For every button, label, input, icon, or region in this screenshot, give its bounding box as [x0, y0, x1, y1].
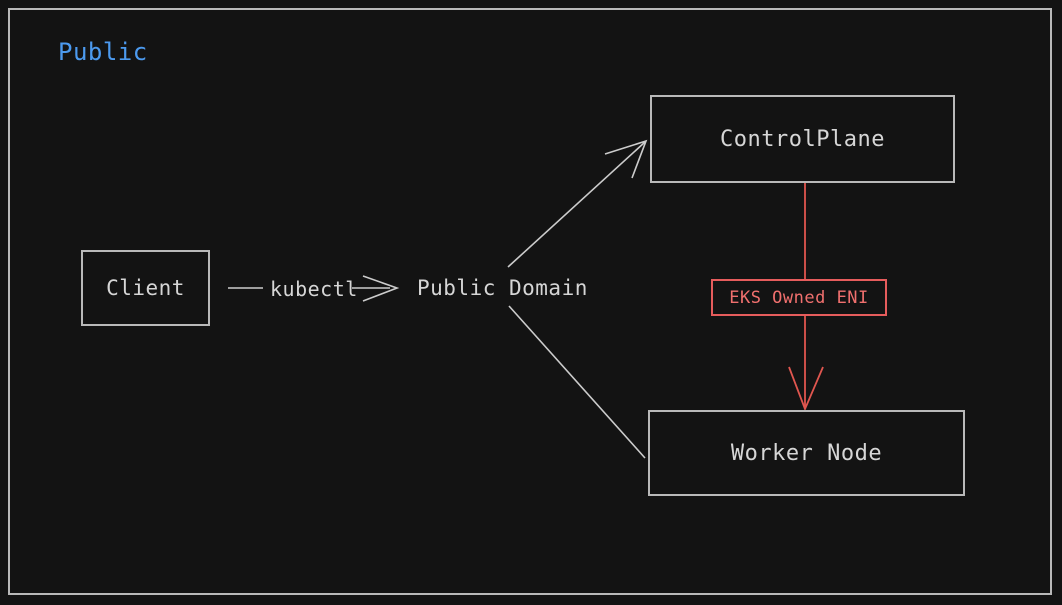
node-worker-node[interactable]: Worker Node	[648, 410, 965, 496]
node-worker-node-label: Worker Node	[730, 440, 883, 466]
node-public-domain[interactable]: Public Domain	[417, 276, 588, 300]
node-client[interactable]: Client	[81, 250, 210, 326]
node-controlplane[interactable]: ControlPlane	[650, 95, 955, 183]
node-client-label: Client	[106, 276, 185, 300]
edge-label-kubectl: kubectl	[270, 277, 358, 301]
node-controlplane-label: ControlPlane	[720, 126, 885, 152]
public-group-label: Public	[58, 38, 148, 66]
node-eks-owned-eni[interactable]: EKS Owned ENI	[711, 279, 887, 316]
node-public-domain-label: Public Domain	[417, 276, 588, 300]
node-eks-owned-eni-label: EKS Owned ENI	[729, 287, 869, 308]
public-group-frame	[8, 8, 1052, 595]
